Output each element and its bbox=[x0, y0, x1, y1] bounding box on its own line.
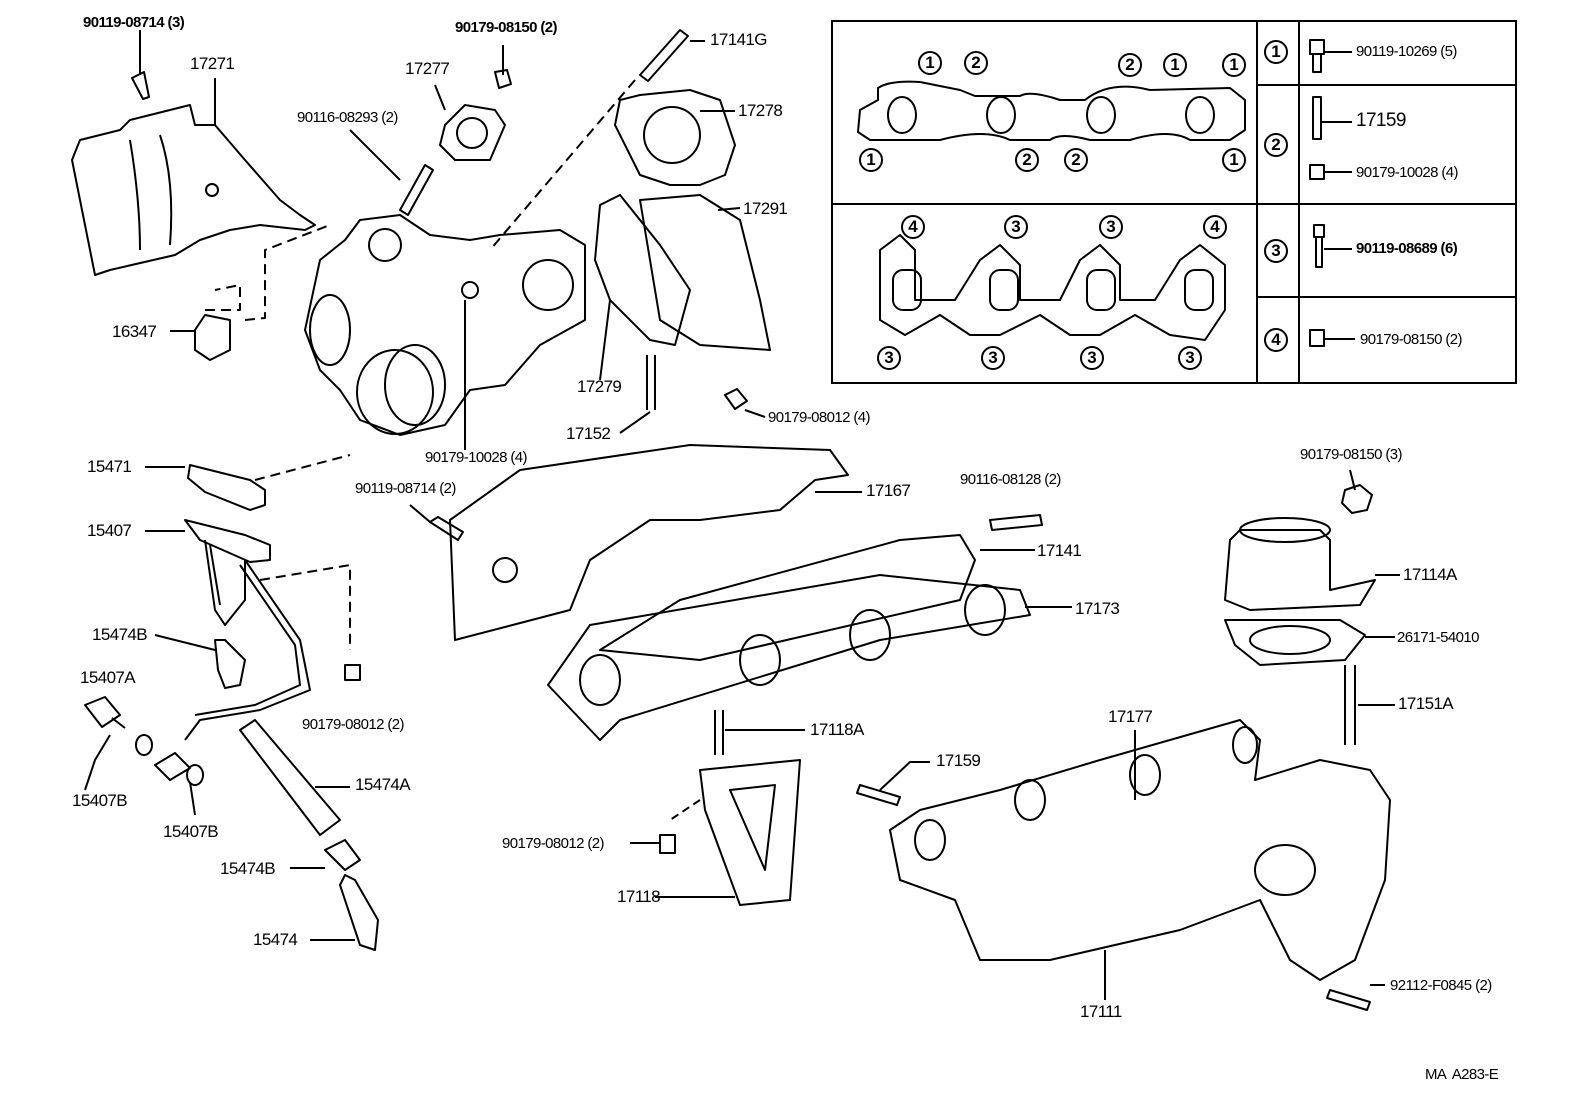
callout-1: 1 bbox=[1222, 53, 1246, 77]
part-label: 92112-F0845 (2) bbox=[1390, 977, 1492, 994]
fastener-legend-table bbox=[831, 20, 1517, 384]
callout-2: 2 bbox=[1015, 148, 1039, 172]
callout-2: 2 bbox=[1064, 148, 1088, 172]
part-label: 17111 bbox=[1080, 1002, 1122, 1021]
part-label: 17114A bbox=[1403, 565, 1457, 584]
elbow-17291 bbox=[639, 194, 771, 351]
part-label: 15407B bbox=[72, 791, 128, 810]
callout-3: 3 bbox=[877, 346, 901, 370]
callout-1: 1 bbox=[859, 148, 883, 172]
gasket-17141 bbox=[599, 534, 976, 661]
part-label: 90119-08714 (3) bbox=[83, 14, 185, 31]
part-label: 90116-08293 (2) bbox=[297, 109, 398, 126]
callout-4: 4 bbox=[901, 215, 925, 239]
part-label: 90179-08012 (4) bbox=[768, 409, 871, 426]
part-label: 17152 bbox=[566, 424, 611, 443]
gasket-16347 bbox=[194, 314, 231, 361]
turbocharger bbox=[304, 214, 586, 436]
callout-2: 2 bbox=[1118, 53, 1142, 77]
gasket-17277 bbox=[439, 104, 506, 161]
gasket-17279 bbox=[594, 194, 691, 346]
bracket-17118 bbox=[699, 759, 801, 906]
legend-part: 90179-10028 (4) bbox=[1356, 164, 1459, 181]
legend-key-3: 3 bbox=[1264, 239, 1288, 263]
part-label: 15471 bbox=[87, 457, 132, 476]
part-label: 17118A bbox=[810, 720, 864, 739]
manifold-17173 bbox=[547, 574, 1031, 741]
part-label: 17141 bbox=[1037, 541, 1082, 560]
part-label: 90179-08012 (2) bbox=[302, 716, 405, 733]
part-label: 17279 bbox=[577, 377, 622, 396]
part-label: 90179-08012 (2) bbox=[502, 835, 605, 852]
part-label: 15474B bbox=[92, 625, 148, 644]
heat-insulator-17167 bbox=[449, 444, 849, 641]
part-label: 15474A bbox=[355, 775, 411, 794]
callout-2: 2 bbox=[964, 51, 988, 75]
callout-1: 1 bbox=[918, 51, 942, 75]
part-label: 90179-10028 (4) bbox=[425, 449, 528, 466]
legend-part: 90179-08150 (2) bbox=[1360, 331, 1463, 348]
callout-1: 1 bbox=[1222, 148, 1246, 172]
legend-part: 90119-08689 (6) bbox=[1356, 240, 1458, 257]
part-label: 15407B bbox=[163, 822, 219, 841]
legend-key-4: 4 bbox=[1264, 328, 1288, 352]
part-label: 17118 bbox=[617, 887, 661, 906]
part-label: 16347 bbox=[112, 322, 157, 341]
part-label: 17278 bbox=[738, 101, 783, 120]
part-label: 90179-08150 (3) bbox=[1300, 446, 1403, 463]
part-label: 90179-08150 (2) bbox=[455, 19, 558, 36]
part-label: 17173 bbox=[1075, 599, 1120, 618]
bolt bbox=[131, 71, 150, 100]
callout-1: 1 bbox=[1163, 53, 1187, 77]
callout-3: 3 bbox=[1004, 215, 1028, 239]
diagram-code: MA A283-E bbox=[1425, 1066, 1499, 1083]
part-label: 17291 bbox=[743, 199, 788, 218]
part-label: 17277 bbox=[405, 59, 450, 78]
part-label: 17151A bbox=[1398, 694, 1454, 713]
part-label: 90119-08714 (2) bbox=[355, 480, 456, 497]
callout-3: 3 bbox=[1099, 215, 1123, 239]
part-label: 15474 bbox=[253, 930, 298, 949]
part-label: 90116-08128 (2) bbox=[960, 471, 1061, 488]
gasket-17278 bbox=[614, 89, 736, 186]
part-label: 15407A bbox=[80, 668, 136, 687]
legend-part: 17159 bbox=[1356, 110, 1406, 131]
part-label: 17141G bbox=[710, 30, 768, 49]
legend-key-2: 2 bbox=[1264, 133, 1288, 157]
legend-part: 90119-10269 (5) bbox=[1356, 43, 1457, 60]
upper-gasket-drawing bbox=[857, 80, 1246, 141]
part-label: 15407 bbox=[87, 521, 132, 540]
manifold-17111 bbox=[889, 719, 1391, 981]
part-label: 17167 bbox=[866, 481, 911, 500]
callout-3: 3 bbox=[1178, 346, 1202, 370]
part-label: 17177 bbox=[1108, 707, 1153, 726]
callout-3: 3 bbox=[1080, 346, 1104, 370]
gasket-26171-54010 bbox=[1224, 619, 1366, 666]
part-label: 17271 bbox=[190, 54, 235, 73]
callout-3: 3 bbox=[981, 346, 1005, 370]
hose-15474A bbox=[239, 719, 341, 836]
legend-key-1: 1 bbox=[1264, 40, 1288, 64]
part-label: 26171-54010 bbox=[1397, 629, 1479, 646]
turbo-heat-insulator bbox=[71, 104, 316, 276]
part-label: 17159 bbox=[936, 751, 981, 770]
part-label: 15474B bbox=[220, 859, 276, 878]
lower-gasket-drawing bbox=[879, 234, 1226, 341]
callout-4: 4 bbox=[1203, 215, 1227, 239]
